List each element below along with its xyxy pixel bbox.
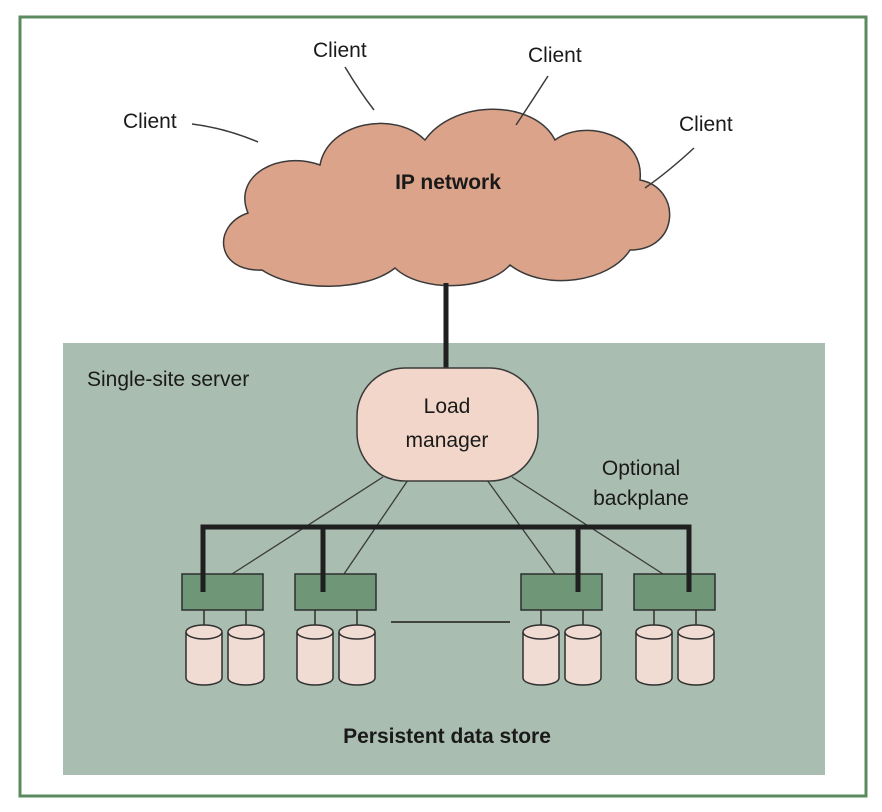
single-site-server-label: Single-site server [87,368,249,391]
client-label-top-right: Client [528,44,582,67]
disk-icon [635,624,673,686]
server-nodes [181,573,716,611]
backplane-drops [200,570,692,592]
disks [185,624,715,686]
disk-icon [522,624,560,686]
disk-icon [564,624,602,686]
persistent-data-store-label: Persistent data store [343,725,551,748]
client-label-left: Client [123,110,177,133]
server-node-2 [294,573,377,611]
ip-network-cloud [222,108,671,287]
client-label-top-left: Client [313,39,367,62]
server-node-4 [633,573,716,611]
ip-network-label: IP network [395,171,501,194]
server-node-1 [181,573,264,611]
client-label-right: Client [679,113,733,136]
load-manager-label-line2: manager [406,429,489,452]
client-connectors [191,66,695,189]
server-node-3 [520,573,603,611]
disk-icon [338,624,376,686]
load-manager [356,367,539,482]
disk-icon [227,624,265,686]
backplane-label-line1: Optional [602,457,680,480]
backplane-label-line2: backplane [593,487,689,510]
disk-icon [296,624,334,686]
disk-icon [185,624,223,686]
disk-icon [677,624,715,686]
load-manager-label-line1: Load [424,395,471,418]
